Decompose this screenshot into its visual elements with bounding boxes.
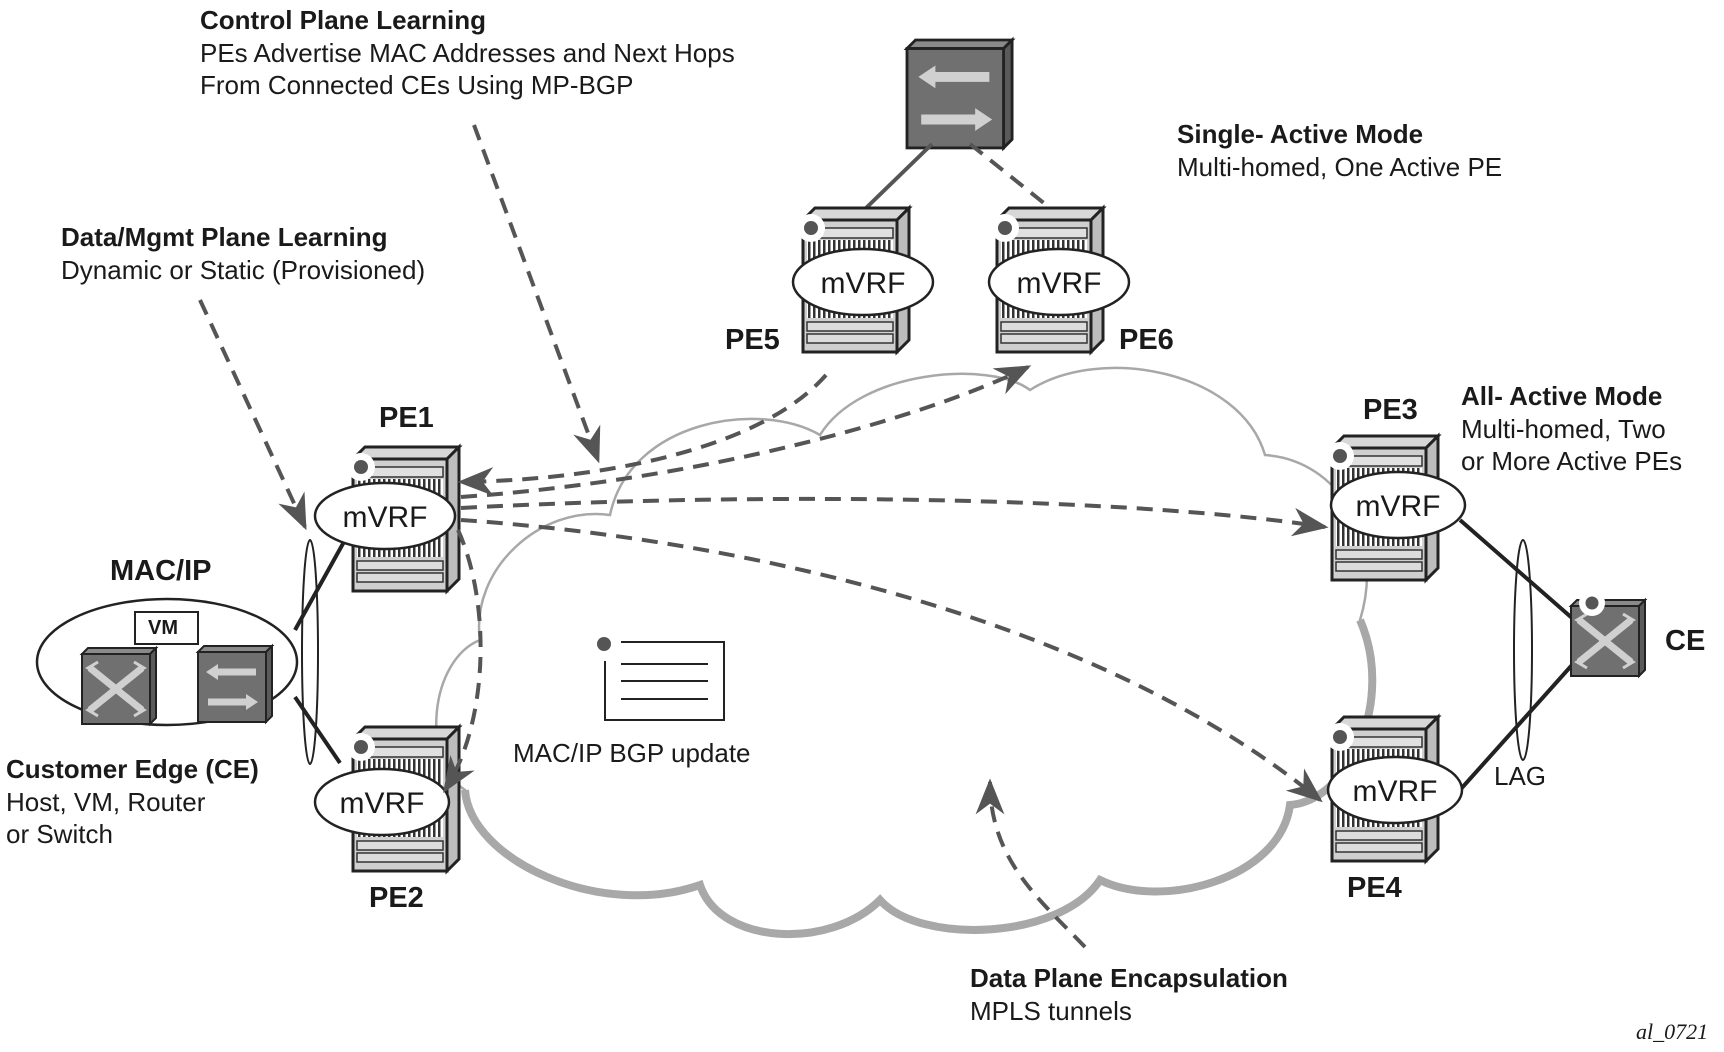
svg-text:mVRF: mVRF	[1017, 267, 1102, 300]
pe3-label: PE3	[1363, 394, 1418, 426]
data-mgmt-pointer	[198, 299, 307, 531]
vrf-pe3: mVRF	[1329, 470, 1467, 540]
bgp-flows	[198, 124, 1329, 949]
pe5-label: PE5	[725, 324, 780, 356]
bgp-update-message-icon	[597, 637, 725, 721]
figure-id: al_0721	[1636, 1019, 1709, 1044]
all-active-annotation: All- Active Mode Multi-homed, Two or Mor…	[1461, 380, 1682, 478]
single-active-line1: Multi-homed, One Active PE	[1177, 151, 1503, 182]
single-active-title: Single- Active Mode	[1177, 119, 1424, 149]
lag-ring-left	[301, 539, 319, 765]
data-mgmt-annotation: Data/Mgmt Plane Learning Dynamic or Stat…	[61, 221, 425, 286]
control-plane-title: Control Plane Learning	[200, 5, 487, 35]
single-active-annotation: Single- Active Mode Multi-homed, One Act…	[1177, 118, 1502, 183]
pe6-standby-link	[968, 142, 1052, 210]
data-plane-pointer	[975, 778, 1087, 949]
svg-text:mVRF: mVRF	[343, 501, 428, 534]
pe2-label: PE2	[369, 882, 424, 914]
ce-label: CE	[1665, 625, 1706, 657]
control-plane-pointer	[472, 124, 601, 464]
vrf-pe4: mVRF	[1326, 755, 1464, 825]
ce-router-icon	[198, 646, 272, 722]
pe5-link	[862, 142, 934, 212]
pe1-to-pe6-flow	[460, 365, 1032, 499]
mac-ip-label: MAC/IP	[110, 555, 212, 587]
lag-ring-right	[1513, 539, 1533, 761]
vrf-pe2: mVRF	[313, 767, 451, 837]
customer-edge-annotation: Customer Edge (CE) Host, VM, Router or S…	[6, 753, 259, 851]
data-plane-line1: MPLS tunnels	[970, 995, 1132, 1026]
control-plane-line1: PEs Advertise MAC Addresses and Next Hop…	[200, 37, 735, 68]
mpls-cloud	[435, 366, 1374, 936]
customer-edge-line2: or Switch	[6, 819, 113, 849]
data-plane-annotation: Data Plane Encapsulation MPLS tunnels	[970, 962, 1288, 1027]
vrf-pe6: mVRF	[987, 247, 1131, 317]
bgp-update-label: MAC/IP BGP update	[513, 738, 751, 768]
vm-box	[134, 611, 199, 645]
customer-edge-line1: Host, VM, Router	[6, 786, 206, 817]
control-plane-annotation: Control Plane Learning PEs Advertise MAC…	[200, 4, 735, 102]
pe1-label: PE1	[379, 402, 434, 434]
vrf-pe1: mVRF	[313, 481, 457, 551]
svg-text:mVRF: mVRF	[1353, 775, 1438, 808]
all-active-title: All- Active Mode	[1461, 381, 1663, 411]
data-plane-title: Data Plane Encapsulation	[970, 963, 1288, 993]
lag-label: LAG	[1494, 761, 1547, 791]
all-active-line1: Multi-homed, Two	[1461, 413, 1666, 444]
control-plane-line2: From Connected CEs Using MP-BGP	[200, 70, 634, 100]
single-active-switch-icon	[907, 40, 1012, 148]
data-mgmt-line1: Dynamic or Static (Provisioned)	[61, 254, 426, 285]
vrf-pe5: mVRF	[791, 247, 935, 317]
customer-edge-title: Customer Edge (CE)	[6, 754, 259, 784]
ce-switch-icon	[82, 648, 156, 724]
svg-text:mVRF: mVRF	[340, 787, 425, 820]
svg-text:mVRF: mVRF	[821, 267, 906, 300]
pe1-to-pe4-flow	[460, 518, 1323, 803]
svg-text:mVRF: mVRF	[1356, 490, 1441, 523]
pe6-label: PE6	[1119, 324, 1174, 356]
all-active-line2: or More Active PEs	[1461, 446, 1683, 476]
pe1-to-pe2-flow	[443, 529, 483, 794]
data-mgmt-title: Data/Mgmt Plane Learning	[61, 222, 388, 252]
pe4-label: PE4	[1347, 872, 1402, 904]
vm-label: VM	[148, 617, 178, 639]
